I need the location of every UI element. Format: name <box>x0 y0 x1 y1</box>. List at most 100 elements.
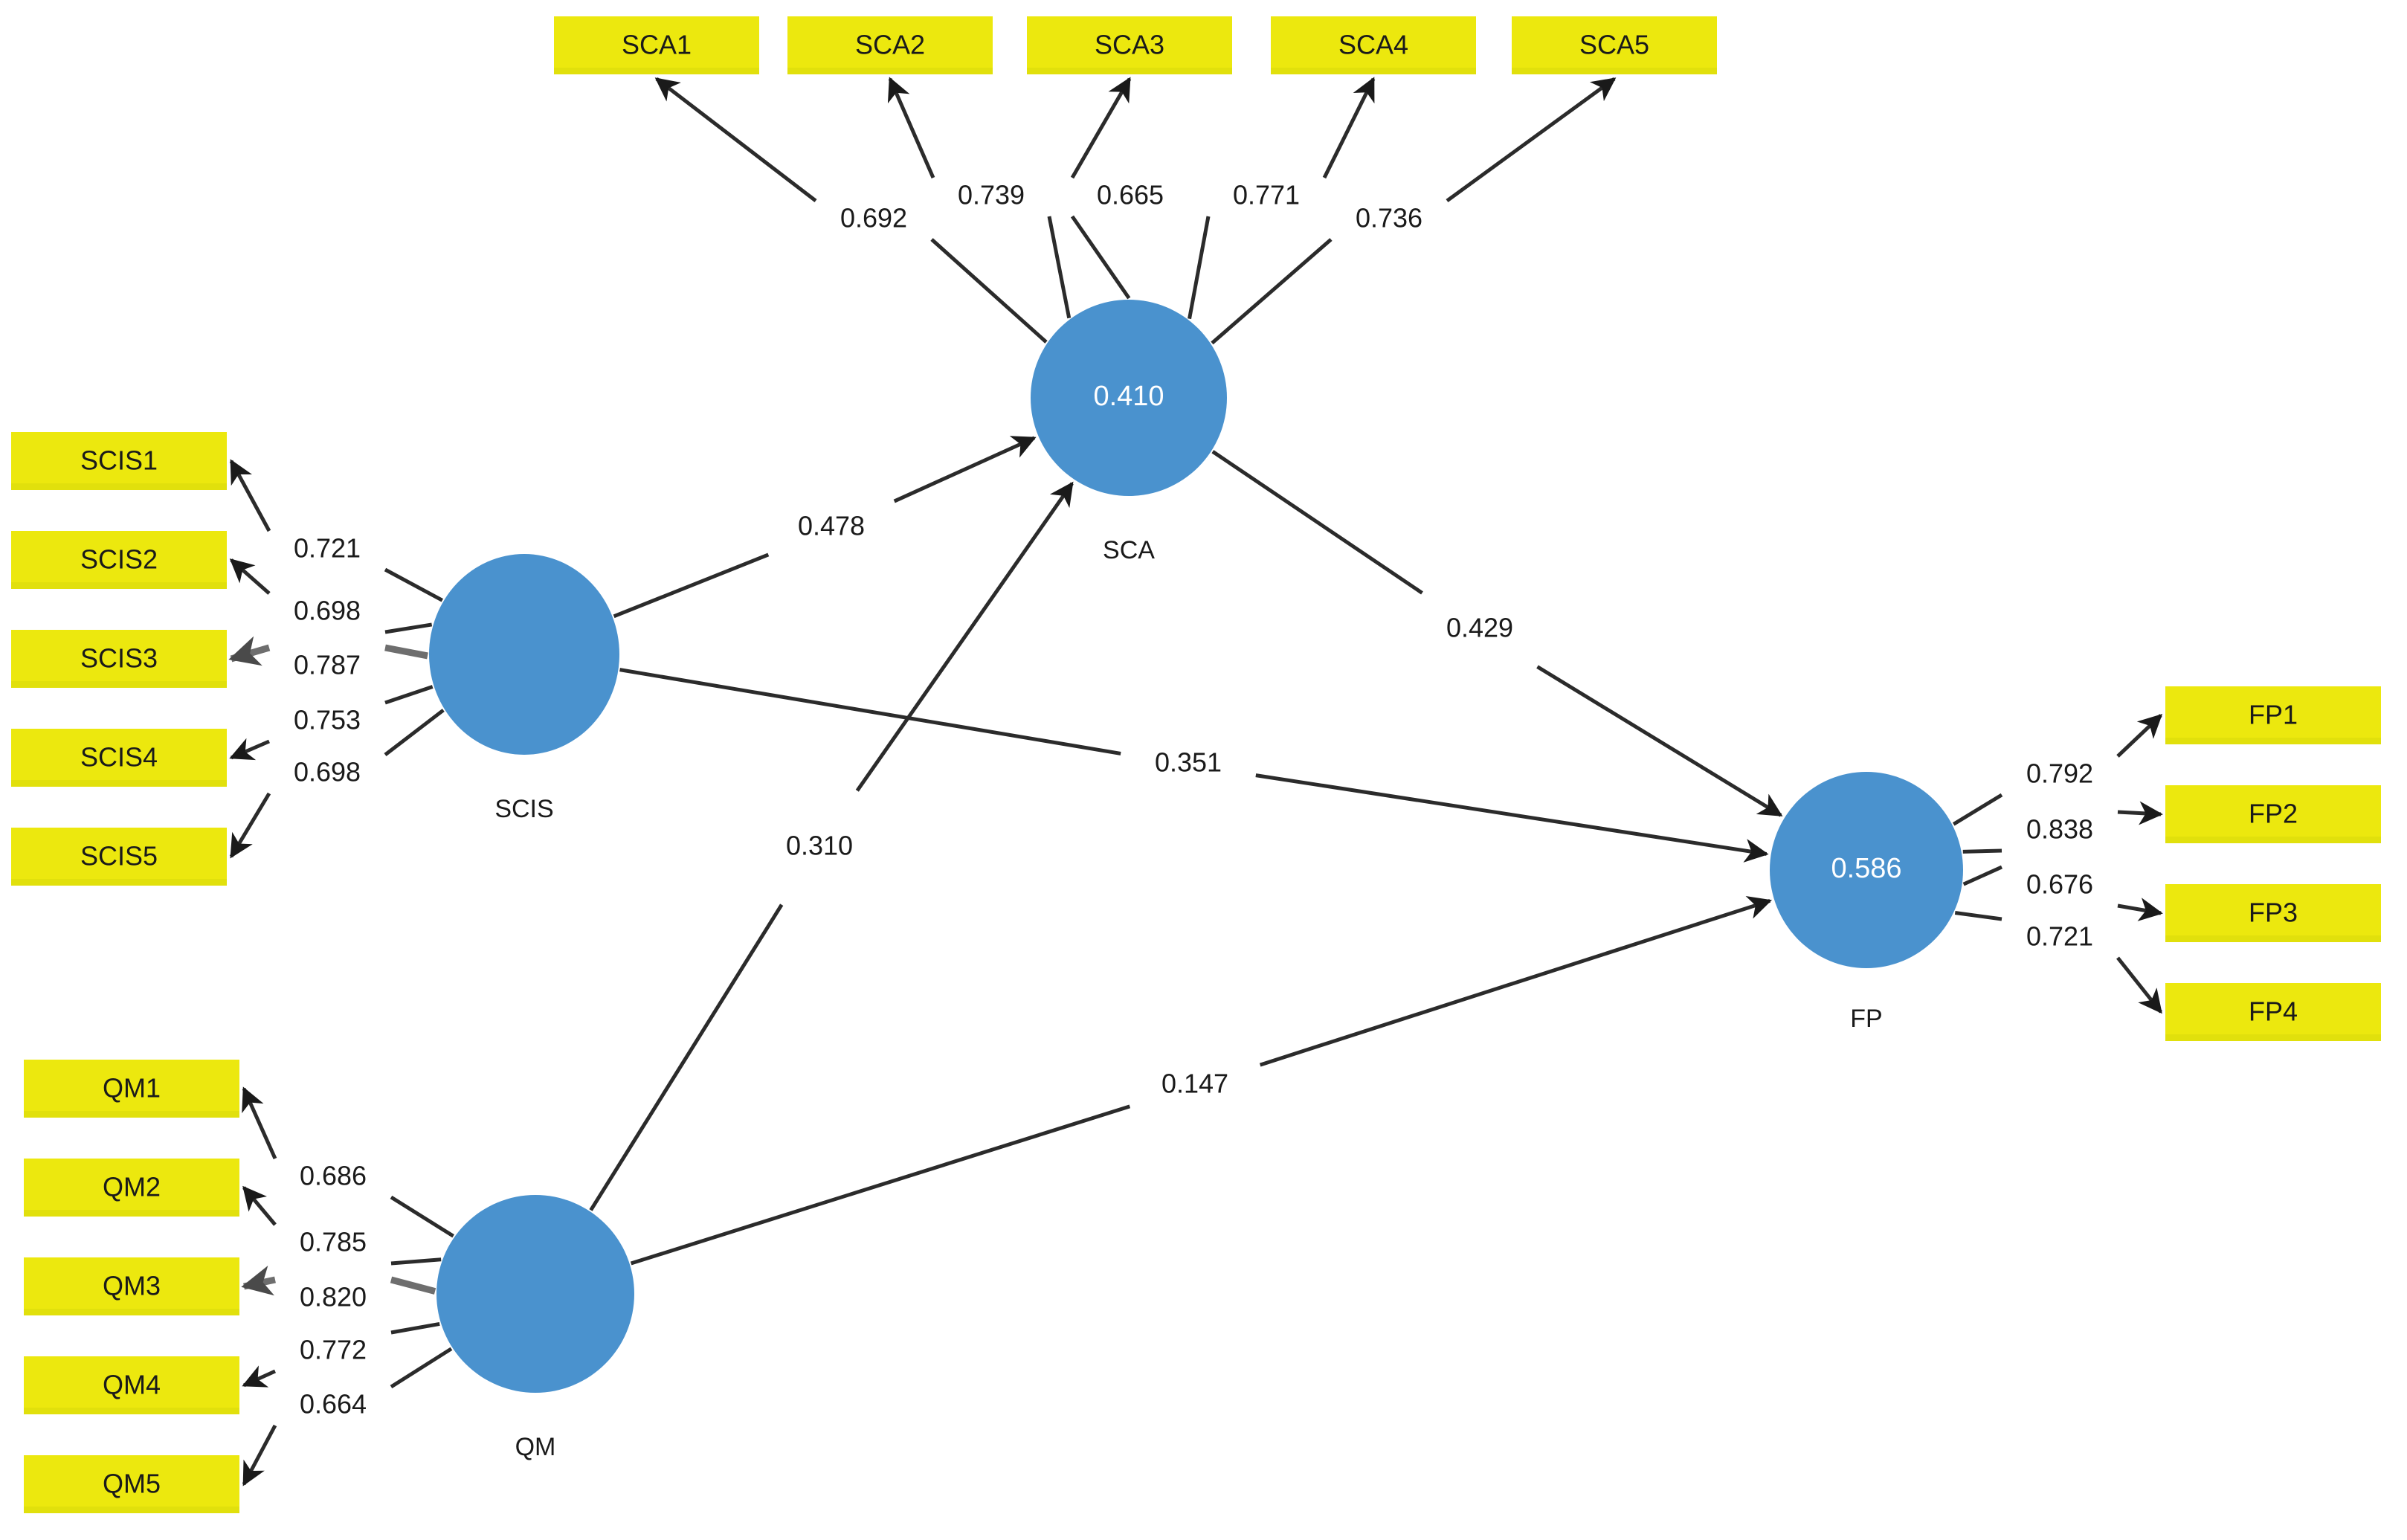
indicator-box-qm3[interactable]: QM3 <box>24 1257 239 1315</box>
indicator-label: SCIS4 <box>80 742 158 773</box>
structural-path-arrow <box>855 481 1074 792</box>
construct-r-squared: 0.410 <box>1093 381 1164 412</box>
construct-name: QM <box>515 1433 556 1461</box>
path-coefficient: 0.429 <box>1446 613 1513 643</box>
construct-name: SCIS <box>494 795 553 823</box>
indicator-rect-shade <box>1271 68 1476 74</box>
loading-coefficient: 0.721 <box>2026 921 2093 952</box>
indicator-box-sca2[interactable]: SCA2 <box>787 16 993 74</box>
construct-ellipse <box>429 554 619 755</box>
construct-name: SCA <box>1103 536 1155 564</box>
indicator-rect <box>2165 785 2381 843</box>
loading-coefficient: 0.771 <box>1233 180 1300 210</box>
indicator-label: SCA5 <box>1579 30 1649 60</box>
indicator-label: SCIS1 <box>80 445 158 476</box>
loading-coefficient: 0.739 <box>958 180 1025 210</box>
loading-arrow-segment <box>1211 238 1333 345</box>
indicator-rect-shade <box>2165 1034 2381 1041</box>
construct-node-scis[interactable] <box>429 554 619 755</box>
path-coefficient: 0.478 <box>798 511 865 541</box>
loading-arrow <box>242 1365 277 1388</box>
indicator-box-sca5[interactable]: SCA5 <box>1512 16 1717 74</box>
indicator-rect <box>554 16 759 74</box>
indicator-box-qm1[interactable]: QM1 <box>24 1060 239 1118</box>
indicator-box-sca4[interactable]: SCA4 <box>1271 16 1476 74</box>
indicator-box-sca1[interactable]: SCA1 <box>554 16 759 74</box>
construct-ellipse <box>1031 300 1227 496</box>
loading-arrow-segment <box>390 1257 442 1266</box>
loading-arrow-segment <box>384 709 445 756</box>
indicator-rect-shade <box>24 1309 239 1315</box>
loading-coefficient: 0.698 <box>294 596 361 626</box>
indicator-label: SCA3 <box>1095 30 1164 60</box>
indicator-box-scis5[interactable]: SCIS5 <box>11 828 227 886</box>
loading-coefficient: 0.664 <box>300 1389 367 1420</box>
loading-arrow-segment <box>1952 793 2003 826</box>
structural-path-arrow <box>1255 773 1769 863</box>
loading-arrow-segment <box>1954 911 2002 921</box>
indicator-rect <box>24 1356 239 1414</box>
loading-arrow <box>887 77 935 178</box>
loading-arrow-segment <box>1070 215 1131 300</box>
loading-arrow-segment <box>390 1195 454 1238</box>
indicator-box-qm2[interactable]: QM2 <box>24 1159 239 1217</box>
indicator-box-fp1[interactable]: FP1 <box>2165 686 2381 744</box>
indicator-rect-shade <box>11 879 227 886</box>
loading-arrow <box>1446 77 1617 203</box>
loading-arrow <box>229 558 271 595</box>
indicator-box-fp3[interactable]: FP3 <box>2165 884 2381 942</box>
indicator-rect <box>24 1455 239 1513</box>
indicator-label: QM5 <box>103 1469 161 1499</box>
indicator-rect-shade <box>787 68 993 74</box>
path-coefficient: 0.147 <box>1161 1069 1228 1099</box>
indicator-rect <box>2165 686 2381 744</box>
loading-arrow <box>2116 956 2162 1014</box>
indicator-box-scis2[interactable]: SCIS2 <box>11 531 227 589</box>
indicator-box-fp2[interactable]: FP2 <box>2165 785 2381 843</box>
loading-coefficient: 0.721 <box>294 533 361 564</box>
path-coefficient: 0.310 <box>786 831 853 861</box>
loading-arrow <box>229 792 271 859</box>
loading-coefficient: 0.772 <box>300 1335 367 1365</box>
indicator-rect <box>1271 16 1476 74</box>
structural-path-segment <box>619 668 1121 755</box>
indicator-rect-shade <box>24 1507 239 1513</box>
indicator-box-qm4[interactable]: QM4 <box>24 1356 239 1414</box>
construct-node-sca[interactable]: 0.410 <box>1031 300 1227 496</box>
construct-node-qm[interactable] <box>436 1195 634 1393</box>
indicator-rect-shade <box>24 1408 239 1414</box>
indicator-box-scis1[interactable]: SCIS1 <box>11 432 227 490</box>
loading-arrow-segment <box>390 1276 436 1295</box>
indicator-label: SCA1 <box>622 30 692 60</box>
indicator-rect-shade <box>24 1210 239 1217</box>
indicator-rect <box>787 16 993 74</box>
indicator-box-qm5[interactable]: QM5 <box>24 1455 239 1513</box>
indicator-label: SCIS2 <box>80 544 158 575</box>
nodes-layer: SCA1 SCA2 SCA3 SCA4 SCA5SCIS1SCIS2SCIS3SCIS4… <box>11 16 2381 1513</box>
indicator-label: QM3 <box>103 1271 161 1301</box>
indicator-rect <box>1027 16 1232 74</box>
loading-coefficient: 0.785 <box>300 1227 367 1257</box>
structural-path-segment <box>630 1104 1131 1266</box>
loading-arrow <box>2116 713 2163 758</box>
indicator-rect-shade <box>11 780 227 787</box>
structural-path-arrow <box>1259 895 1773 1067</box>
indicator-rect <box>24 1159 239 1217</box>
loading-coefficient: 0.686 <box>300 1161 367 1191</box>
indicator-box-scis3[interactable]: SCIS3 <box>11 630 227 688</box>
indicator-box-sca3[interactable]: SCA3 <box>1027 16 1232 74</box>
indicator-label: SCA4 <box>1338 30 1408 60</box>
indicator-rect-shade <box>1512 68 1717 74</box>
loading-arrow-segment <box>1047 216 1072 319</box>
indicator-box-scis4[interactable]: SCIS4 <box>11 729 227 787</box>
path-arrows-layer <box>228 77 2163 1486</box>
indicator-label: QM2 <box>103 1172 161 1202</box>
indicator-rect-shade <box>554 68 759 74</box>
construct-node-fp[interactable]: 0.586 <box>1770 772 1963 968</box>
indicator-label: FP3 <box>2249 898 2298 928</box>
indicator-label: FP4 <box>2249 996 2298 1027</box>
indicator-box-fp4[interactable]: FP4 <box>2165 983 2381 1041</box>
loading-coefficient: 0.676 <box>2026 869 2093 900</box>
